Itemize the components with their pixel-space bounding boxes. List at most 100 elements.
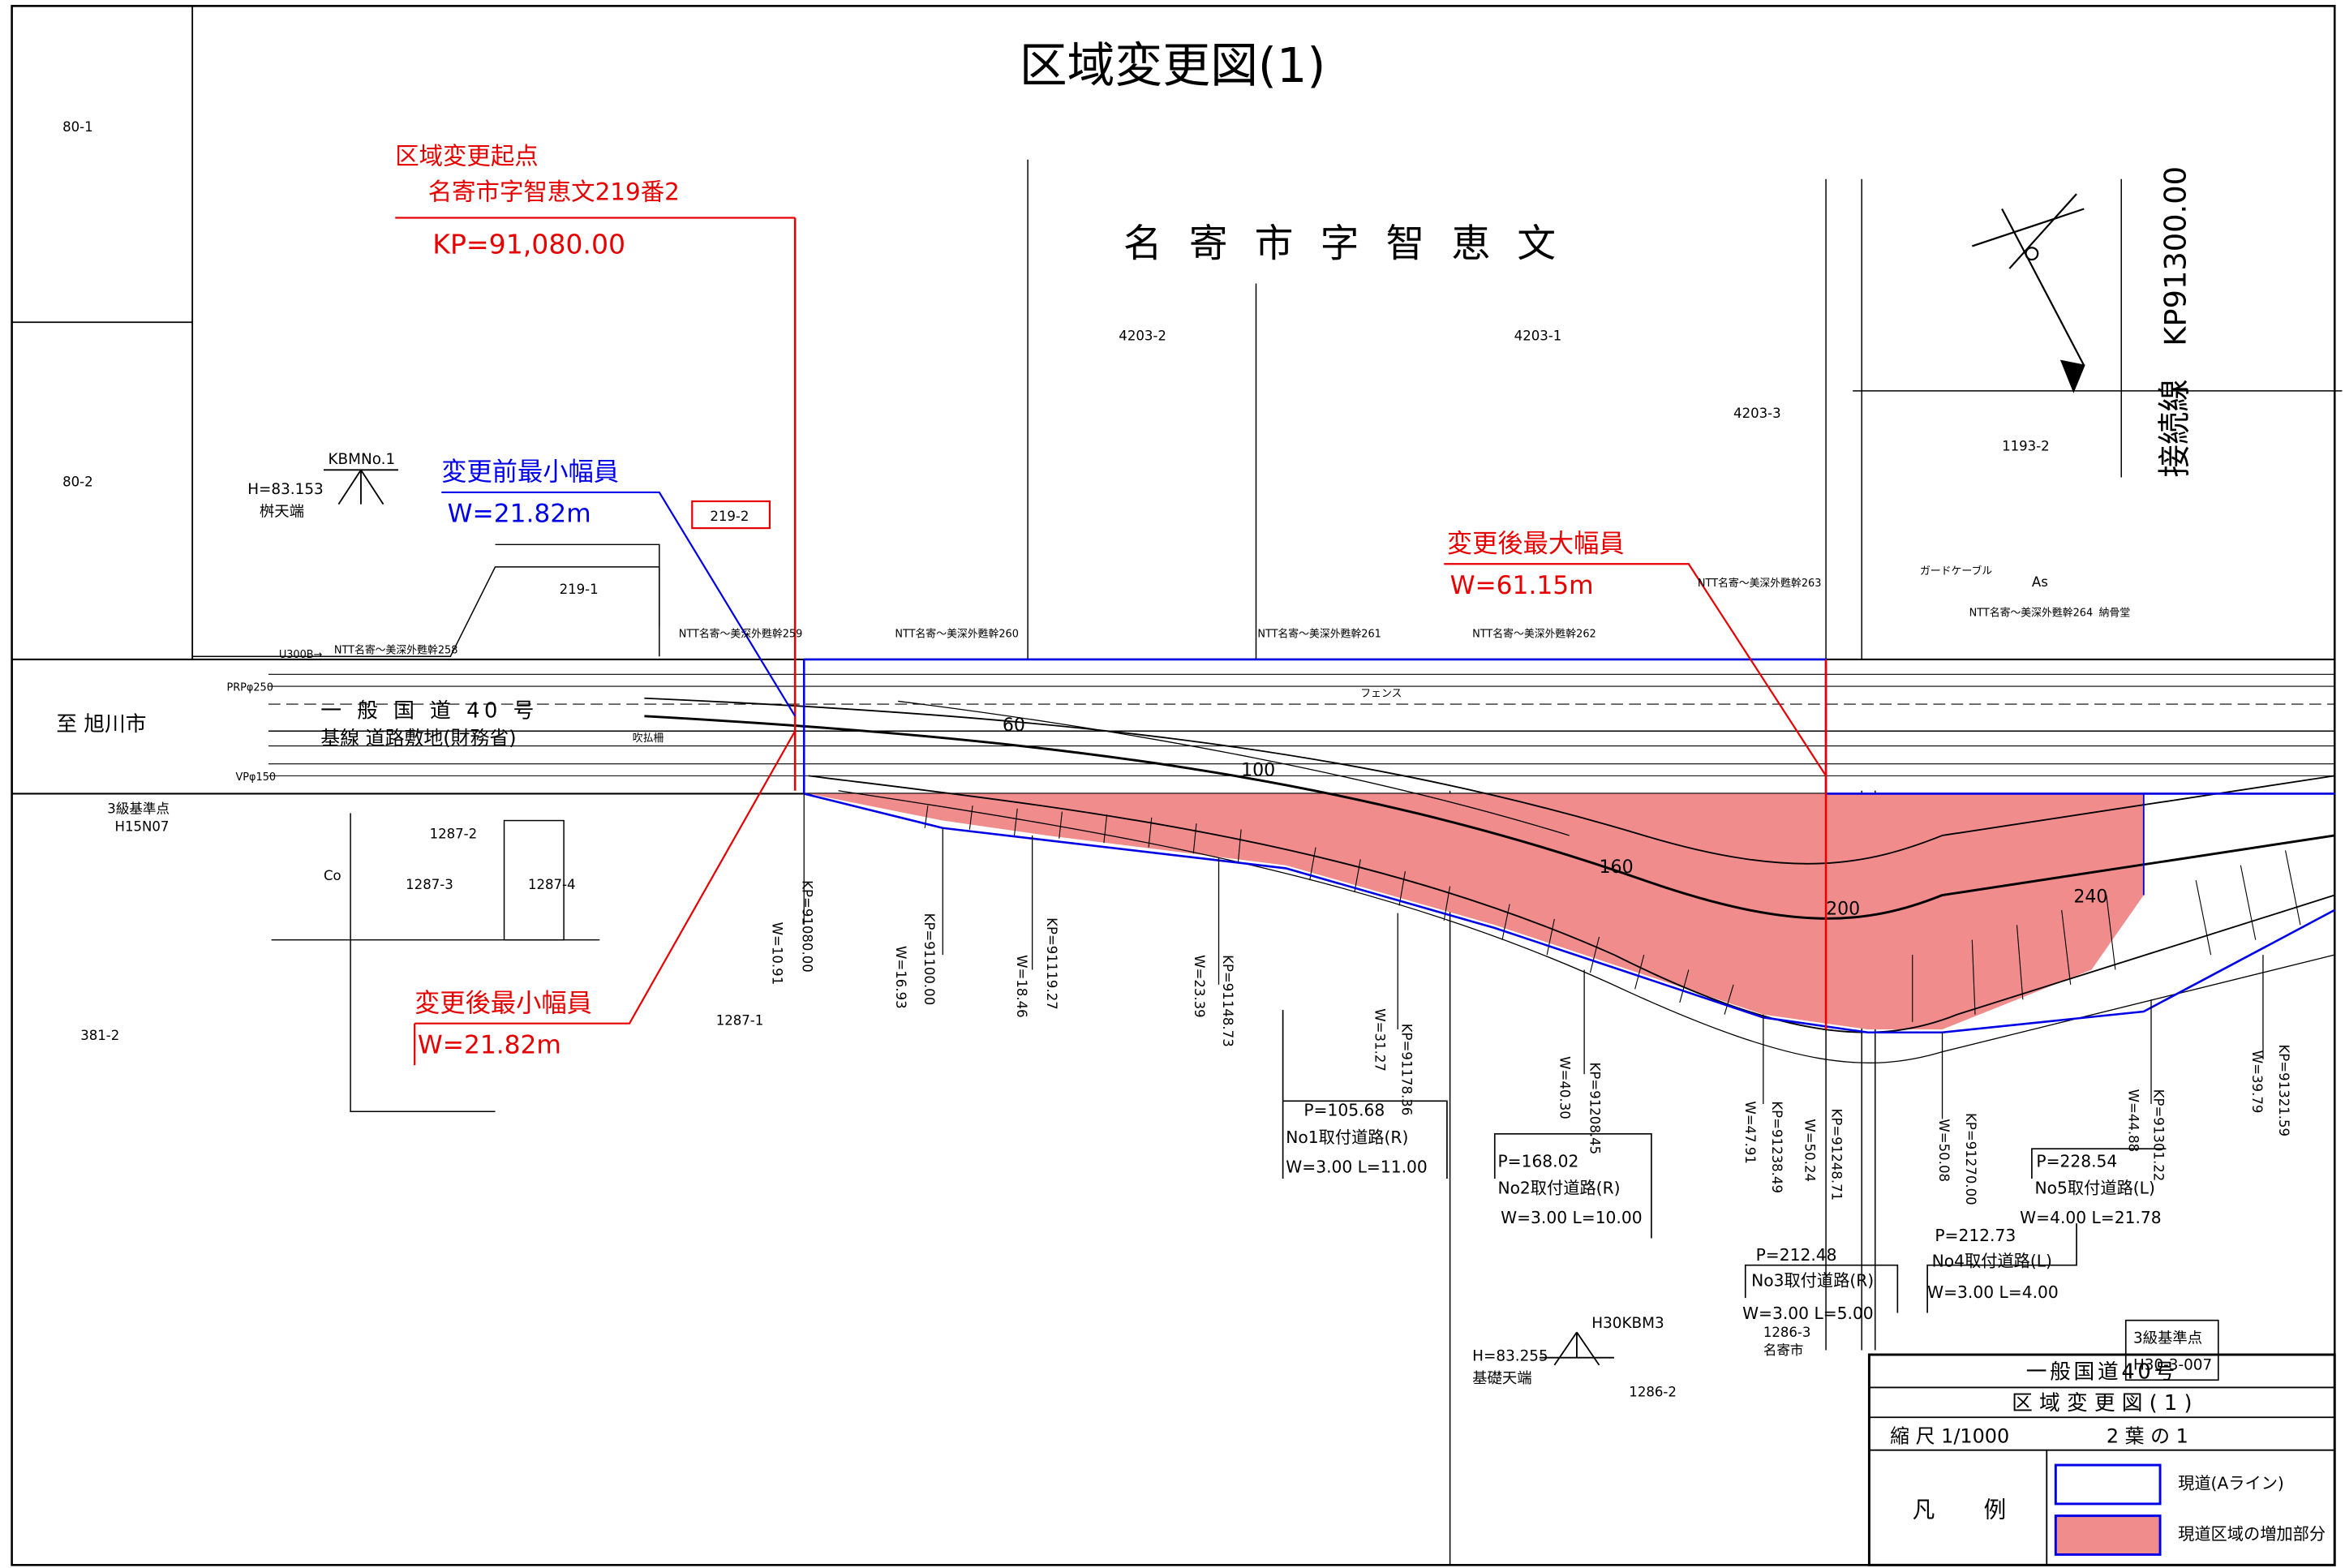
lot-label: 1287-4	[528, 877, 576, 892]
current-road-outline	[804, 658, 2335, 795]
tb-sheet: 2 葉 の 1	[2107, 1425, 2188, 1448]
ref2-a: 3級基準点	[2133, 1330, 2202, 1347]
utility-label: NTT名寄～美深外甦幹259	[679, 627, 803, 640]
utility-label: NTT名寄～美深外甦幹263	[1698, 577, 1822, 590]
kp-label: KP=91119.27	[1044, 917, 1059, 1010]
kp-label: KP=91148.73	[1220, 955, 1235, 1047]
title-block	[1867, 1353, 2336, 1566]
lot-label: 381-2	[80, 1028, 119, 1043]
lot-label: 1287-1	[716, 1013, 764, 1029]
width-label: W=23.39	[1192, 955, 1207, 1018]
utility-label: フェンス	[1360, 688, 1402, 700]
start-kp: KP=91,080.00	[432, 229, 625, 260]
kbm1-height: H=83.153	[247, 481, 324, 498]
start-address: 名寄市字智恵文219番2	[428, 178, 680, 205]
utility-label: NTT名寄～美深外甦幹262	[1472, 627, 1596, 640]
access-road-p: P=228.54	[2036, 1151, 2117, 1171]
access-road-p: P=168.02	[1497, 1151, 1578, 1171]
chainage-label: 240	[2073, 887, 2107, 908]
north-arrow	[1971, 193, 2085, 393]
lot-219-2-box	[691, 500, 771, 530]
chainage-labels: 60 100 160 200 240	[1003, 715, 2108, 919]
chainage-label: 60	[1003, 715, 1025, 736]
width-label: W=10.91	[770, 922, 785, 986]
tb-drawing: 区 域 変 更 図 ( 1 )	[2012, 1391, 2192, 1415]
kbm1-desc: 桝天端	[260, 503, 304, 520]
lot-label: 219-2	[710, 509, 749, 524]
access-road-dims: W=3.00 L=4.00	[1927, 1282, 2059, 1302]
lot-label: 80-2	[62, 475, 93, 490]
chainage-label: 200	[1826, 899, 1860, 919]
kp-label: KP=91208.45	[1587, 1063, 1602, 1155]
kbm-marker	[323, 469, 1614, 1366]
lot-labels: 80-1 80-2 381-2 4203-2 4203-1 4203-3 119…	[62, 119, 2050, 1400]
access-road-p: P=212.48	[1756, 1245, 1837, 1265]
tb-scale: 縮 尺 1/1000	[1890, 1425, 2009, 1448]
utility-label: 吹払柵	[633, 732, 664, 745]
lot-label: 80-1	[62, 119, 93, 135]
width-label: W=47.91	[1742, 1101, 1758, 1164]
kp-label: KP=91270.00	[1963, 1113, 1978, 1205]
access-road-name: No4取付道路(L)	[1932, 1251, 2052, 1270]
width-label: W=50.08	[1936, 1119, 1952, 1182]
legend-current-text: 現道(Aライン)	[2178, 1474, 2284, 1493]
width-labels: W=10.91 W=16.93 W=18.46 W=23.39 W=31.27 …	[770, 922, 2265, 1182]
callout-leaders	[395, 217, 1827, 1066]
lot-label: 4203-3	[1733, 406, 1781, 421]
start-title: 区域変更起点	[395, 142, 538, 170]
chainage-label: 100	[1241, 760, 1275, 780]
kp-label: KP=91321.59	[2276, 1044, 2291, 1136]
legend-added-text: 現道区域の増加部分	[2178, 1524, 2326, 1544]
kp-label: KP=91100.00	[921, 913, 937, 1006]
road-sub: 基線 道路敷地(財務省)	[320, 727, 516, 750]
utility-label: NTT名寄～美深外甦幹260	[895, 627, 1019, 640]
access-road-name: No3取付道路(R)	[1751, 1270, 1874, 1290]
access-road-frames	[1282, 1010, 2219, 1381]
access-road-p: P=212.73	[1935, 1226, 2016, 1245]
access-road-dims: W=3.00 L=5.00	[1742, 1304, 1874, 1323]
kp-label: KP=91080.00	[799, 880, 814, 973]
kp-label: KP=91301.22	[2151, 1089, 2167, 1182]
width-label: W=16.93	[893, 946, 908, 1009]
ref2-b: H30-3-007	[2133, 1356, 2212, 1373]
lot-label: 1286-2	[1629, 1384, 1677, 1399]
width-label: W=44.88	[2125, 1089, 2141, 1153]
utility-label: U300B→	[279, 649, 323, 661]
after-min-value: W=21.82m	[418, 1030, 561, 1059]
width-leaders	[803, 793, 2264, 1119]
utility-label: VPφ150	[235, 771, 276, 784]
added-area	[808, 793, 2144, 1030]
after-max-value: W=61.15m	[1450, 571, 1594, 600]
kp-end-label: KP91300.00	[2158, 166, 2193, 346]
added-area-hatch	[924, 805, 2301, 1022]
access-road-dims: W=3.00 L=10.00	[1501, 1208, 1642, 1227]
chainage-label: 160	[1600, 857, 1634, 878]
width-label: W=40.30	[1557, 1056, 1573, 1119]
kp-labels: KP=91080.00 KP=91100.00 KP=91119.27 KP=9…	[799, 880, 2291, 1205]
access-road-name: No2取付道路(R)	[1497, 1178, 1620, 1197]
place-name: 名寄市字智恵文	[1123, 221, 1583, 266]
access-road-dims: W=3.00 L=11.00	[1286, 1158, 1427, 1177]
connect-line-label: 接続線	[2154, 379, 2193, 477]
utility-label: ガードケーブル	[1920, 565, 1992, 578]
lot-label: 4203-2	[1119, 328, 1166, 343]
kp-label: KP=91238.49	[1769, 1101, 1785, 1193]
current-road-outline-lower	[802, 659, 2335, 1034]
kbm1-name: KBMNo.1	[329, 451, 396, 468]
width-label: W=39.79	[2249, 1050, 2265, 1114]
access-road-p: P=105.68	[1303, 1101, 1385, 1120]
legend-current-swatch	[2054, 1463, 2162, 1506]
after-max-title: 変更後最大幅員	[1447, 530, 1625, 559]
direction-label: 至 旭川市	[56, 712, 146, 737]
lot-label: Co	[324, 868, 341, 883]
utility-labels: NTT名寄～美深外甦幹258 NTT名寄～美深外甦幹259 NTT名寄～美深外甦…	[226, 565, 2130, 784]
access-road-name: No1取付道路(R)	[1286, 1128, 1408, 1147]
utility-label: PRPφ250	[226, 682, 273, 694]
before-min-value: W=21.82m	[448, 500, 591, 529]
road-name: 一 般 国 道 40 号	[320, 699, 539, 724]
lot-label: 1287-2	[430, 827, 478, 842]
access-road-labels: P=105.68 No1取付道路(R) W=3.00 L=11.00 P=168…	[1286, 1101, 2161, 1323]
width-label: W=50.24	[1802, 1119, 1817, 1182]
lot-label: 219-1	[560, 582, 599, 597]
